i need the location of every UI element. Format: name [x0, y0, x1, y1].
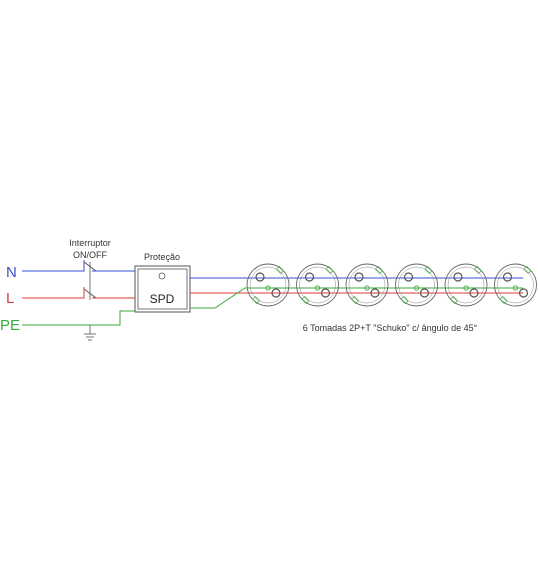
schuko-socket: [345, 263, 389, 307]
switch-label: Interruptor: [69, 238, 111, 248]
wire-label-n: N: [6, 264, 17, 281]
wire-label-l: L: [6, 290, 14, 307]
line-wire: [22, 287, 523, 299]
switch-label-onoff: ON/OFF: [73, 250, 107, 260]
wire-label-pe: PE: [0, 317, 20, 334]
schuko-socket: [494, 263, 537, 307]
schuko-socket: [246, 263, 290, 307]
ground-icon: [84, 325, 96, 341]
earth-wire: [22, 287, 523, 326]
sockets-caption: 6 Tomadas 2P+T "Schuko" c/ ângulo de 45°: [303, 323, 478, 333]
schuko-socket: [444, 263, 488, 307]
spd-device: SPD: [134, 265, 191, 313]
neutral-wire: [22, 260, 523, 279]
protection-label: Proteção: [144, 252, 180, 262]
sockets-group: [246, 263, 537, 307]
schuko-socket: [296, 263, 339, 307]
spd-label: SPD: [150, 292, 175, 306]
schuko-socket: [395, 263, 438, 307]
